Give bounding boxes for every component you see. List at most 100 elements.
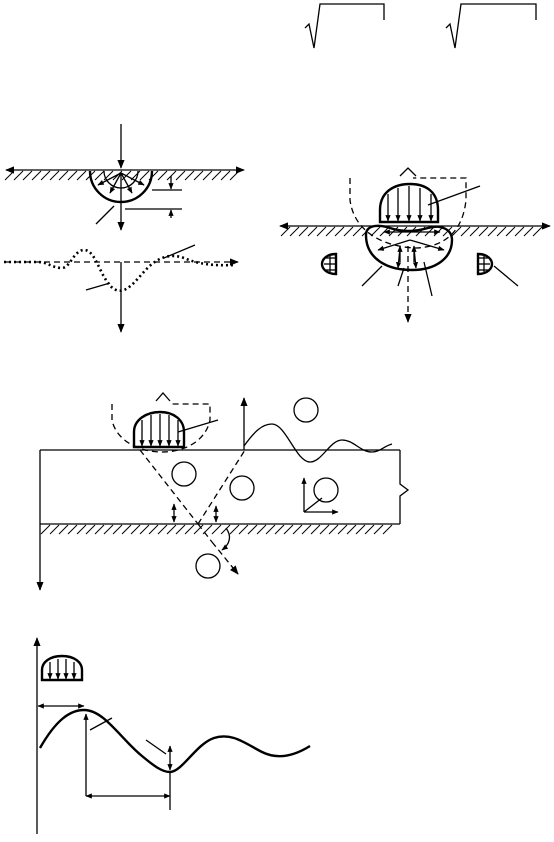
hatch-line [212,525,221,534]
hatch-line [257,525,266,534]
load-block [380,184,438,222]
reflected-ray [198,450,245,524]
hatch-line [383,525,392,534]
panel-surface-wave [4,245,239,333]
hatch-line [50,171,59,180]
hatch-line [140,171,149,180]
refracted-ray [198,524,212,542]
hatch-line [320,525,329,534]
marker-circle [172,462,196,486]
leader-line [178,420,218,432]
panel-damped-wave [33,637,310,834]
leader-line [362,266,382,286]
leader-line [398,268,404,286]
hatch-line [167,171,176,180]
hatch-line [347,525,356,534]
surface-displacement-curve [4,250,236,291]
hatch-line [41,525,50,534]
hatch-line [248,525,257,534]
hatch-line [176,525,185,534]
hatch-line [5,171,14,180]
hatch-line [329,525,338,534]
envelope-dashed [350,178,466,248]
hatch-line [371,227,380,236]
marker-circle [294,398,318,422]
hatch-line [353,227,362,236]
hatch-line [356,525,365,534]
hatch-line [230,525,239,534]
hatch-line [140,525,149,534]
leader-line [428,186,480,205]
load-arrows [139,414,181,447]
radical-sign-left [305,4,384,48]
hatch-line [113,525,122,534]
hatch-line [239,525,248,534]
radial-arrow [121,173,145,185]
hatch-line [221,525,230,534]
hatch-line [266,525,275,534]
hatch-line [275,525,284,534]
damped-wave-curve [40,710,310,772]
hatch-line [212,171,221,180]
hatch-line [302,525,311,534]
hatch-line [290,227,299,236]
break-line [400,450,408,524]
incident-ray [140,450,198,524]
apex-mark [400,168,416,176]
hatch-line [158,525,167,534]
hatch-line [470,227,479,236]
marker-circle [196,554,220,578]
hatch-line [311,525,320,534]
hatch-line [293,525,302,534]
hatch-line [317,227,326,236]
hatch-line [68,525,77,534]
hatch-line [308,227,317,236]
hatch-line [194,525,203,534]
hatch-line [194,171,203,180]
hatch-line [230,171,239,180]
radical-sign-right [446,4,536,48]
panel-layered-medium [36,393,408,591]
hatch-line [32,171,41,180]
pressure-bulb [366,226,452,270]
hatch-line [374,525,383,534]
leader-line [86,283,110,290]
hatch-line [158,171,167,180]
hatch-line [23,171,32,180]
panel-distributed-load [279,168,551,323]
refracted-ray-arrow [212,542,239,575]
hatch-line [59,171,68,180]
radial-arrow [97,173,121,185]
leader-line [164,245,195,258]
leader-line [90,718,112,730]
hatch-line [488,227,497,236]
hatch-line [533,227,542,236]
hatch-line [77,171,86,180]
hatch-line [86,525,95,534]
panel-point-load [5,124,245,231]
hatch-line [77,525,86,534]
radial-arrow [110,173,121,194]
side-wave-right [478,254,492,274]
hatch-line [95,525,104,534]
hatch-line [59,525,68,534]
hatch-line [221,171,230,180]
hatch-line [365,525,374,534]
hatch-line [131,525,140,534]
hatch-line [167,525,176,534]
load-arrows [385,186,434,222]
load-symbol [42,656,82,680]
envelope-dashed [112,404,210,452]
hatch-line [95,171,104,180]
hatch-line [524,227,533,236]
hatch-line [185,171,194,180]
hatch-line [68,171,77,180]
hatch-line [281,227,290,236]
hatch-line [515,227,524,236]
hatch-line [338,525,347,534]
hatch-line [149,525,158,534]
leader-line [424,262,432,296]
hatch-line [344,227,353,236]
leader-line [146,740,166,754]
